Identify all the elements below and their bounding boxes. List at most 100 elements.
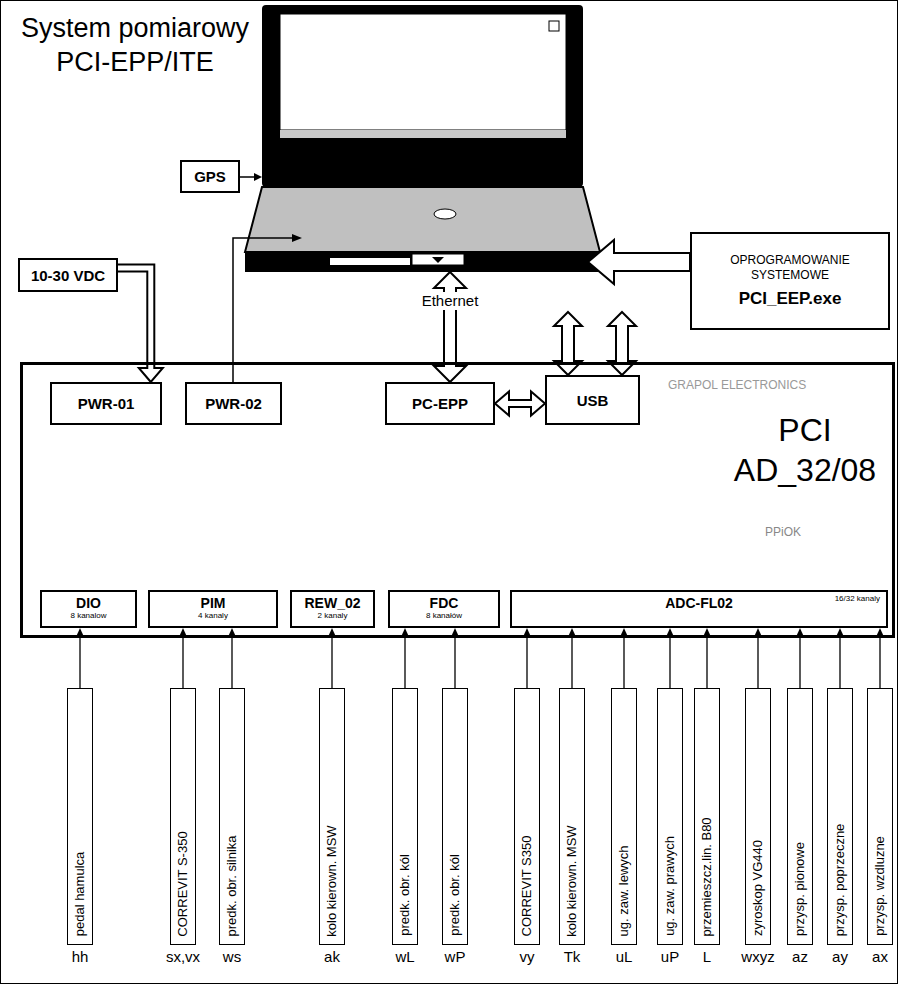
sensor-box: CORREVIT S350 [514,688,540,945]
node-text: REW_02 [304,595,360,611]
ethernet-arrow [434,272,466,382]
signal-symbol: uP [661,948,679,966]
node-text: predk. obr. kól [448,854,462,936]
sensor-box: predk. obr. kól [442,688,468,945]
signal-line [799,636,800,688]
laptop-illustration [245,5,600,272]
signal-symbol: uL [616,948,633,966]
front-button [412,254,464,265]
node-text: 16/32 kanaly [835,594,880,604]
sensor-box: kolo kierown. MSW [319,688,345,945]
module-box: USB [545,375,640,425]
sensor-box: kolo kierown. MSW [559,688,585,945]
node-text: PC-EPP [412,395,468,412]
node-text: pedal hamulca [73,851,87,936]
node-text: 10-30 VDC [31,267,105,284]
io-module-box: REW_022 kanaly [290,590,375,628]
screen-icon [549,21,559,31]
signal-line [404,636,405,688]
node-text: PIM [201,595,226,611]
node-text: przemieszcz.lin. B80 [700,817,714,936]
node-text: PCI AD_32/08 [725,410,885,490]
button-mark [432,257,444,263]
node-text: predk. obr. silnika [225,835,239,936]
node-text: USB [577,392,609,409]
signal-line [79,636,80,688]
node-text: 2 kanaly [318,611,348,621]
signal-line [757,636,758,688]
signal-line [182,636,183,688]
signal-symbol: vy [520,948,535,966]
io-module-box: PIM4 kanaly [148,590,278,628]
node-text: CORREVIT S-350 [176,831,190,936]
module-box: PC-EPP [385,382,495,425]
signal-symbol: ax [872,948,888,966]
software-box: OPROGRAMOWANIE SYSTEMOWE PCI_EEP.exe [690,232,890,330]
signal-symbol: ay [832,948,848,966]
arrow-head [254,173,262,181]
node-text: ADC-FL02 [665,595,733,611]
signal-line [706,636,707,688]
io-module-box: FDC8 kanałów [388,590,500,628]
usb-arrow [608,312,636,375]
node-text: PWR-01 [78,395,135,412]
diagram-title: System pomiarowy PCI-EPP/ITE [4,12,266,80]
sensor-box: ug. zaw. lewych [611,688,637,945]
io-module-box: DIO8 kanalow [40,590,137,628]
module-box: PWR-02 [185,382,282,425]
node-text: DIO [76,595,101,611]
sensor-box: predk. obr. silnika [219,688,245,945]
sensor-box: przysp. pionowe [787,688,813,945]
sensor-box: przysp. poprzeczne [827,688,853,945]
node-text: ug. zaw. prawych [663,836,677,936]
signal-line [669,636,670,688]
laptop-screen [280,14,566,130]
arrow-fill [118,268,151,370]
signal-symbol: hh [72,948,89,966]
arrow-head [531,392,545,416]
node-text: przysp. poprzeczne [833,823,847,936]
signal-line [526,636,527,688]
node-text: przysp. pionowe [793,842,807,936]
wire-line [233,238,293,382]
laptop-front [245,252,600,272]
sensor-box: przysp. wzdluzne [867,688,893,945]
node-text: zyroskop VG440 [751,840,765,936]
pwr02-wire [233,234,302,382]
signal-symbol: ws [223,948,241,966]
sensor-box: pedal hamulca [67,688,93,945]
signal-symbol: wxyz [741,948,774,966]
node-text: OPROGRAMOWANIE SYSTEMOWE [715,253,865,283]
signal-symbol: L [703,948,711,966]
node-text: 4 kanaly [198,611,228,621]
signal-symbol: ak [324,948,340,966]
node-text: PCI_EEP.exe [739,289,842,309]
sensor-box: CORREVIT S-350 [170,688,196,945]
signal-line [454,636,455,688]
arrow-outline [118,268,151,368]
arrow-head [495,392,509,416]
sensor-box: zyroskop VG440 [745,688,771,945]
arrow-head [139,368,163,382]
power-arrow [495,392,545,416]
touchpad [434,209,456,219]
signal-line [623,636,624,688]
signal-line [231,636,232,688]
software-arrow [588,240,690,284]
power-box: 10-30 VDC [18,258,118,292]
sensor-box: przemieszcz.lin. B80 [694,688,720,945]
node-text: przysp. wzdluzne [873,836,887,936]
node-text: PWR-02 [205,395,262,412]
node-text: kolo kierown. MSW [325,825,339,936]
node-text: FDC [430,595,459,611]
node-text: GRAPOL ELECTRONICS [668,378,806,393]
drive-slot [330,258,410,265]
laptop-base [245,187,600,252]
arrow-head [292,234,302,242]
node-text: 8 kanałów [426,611,462,621]
node-text: CORREVIT S350 [520,835,534,936]
